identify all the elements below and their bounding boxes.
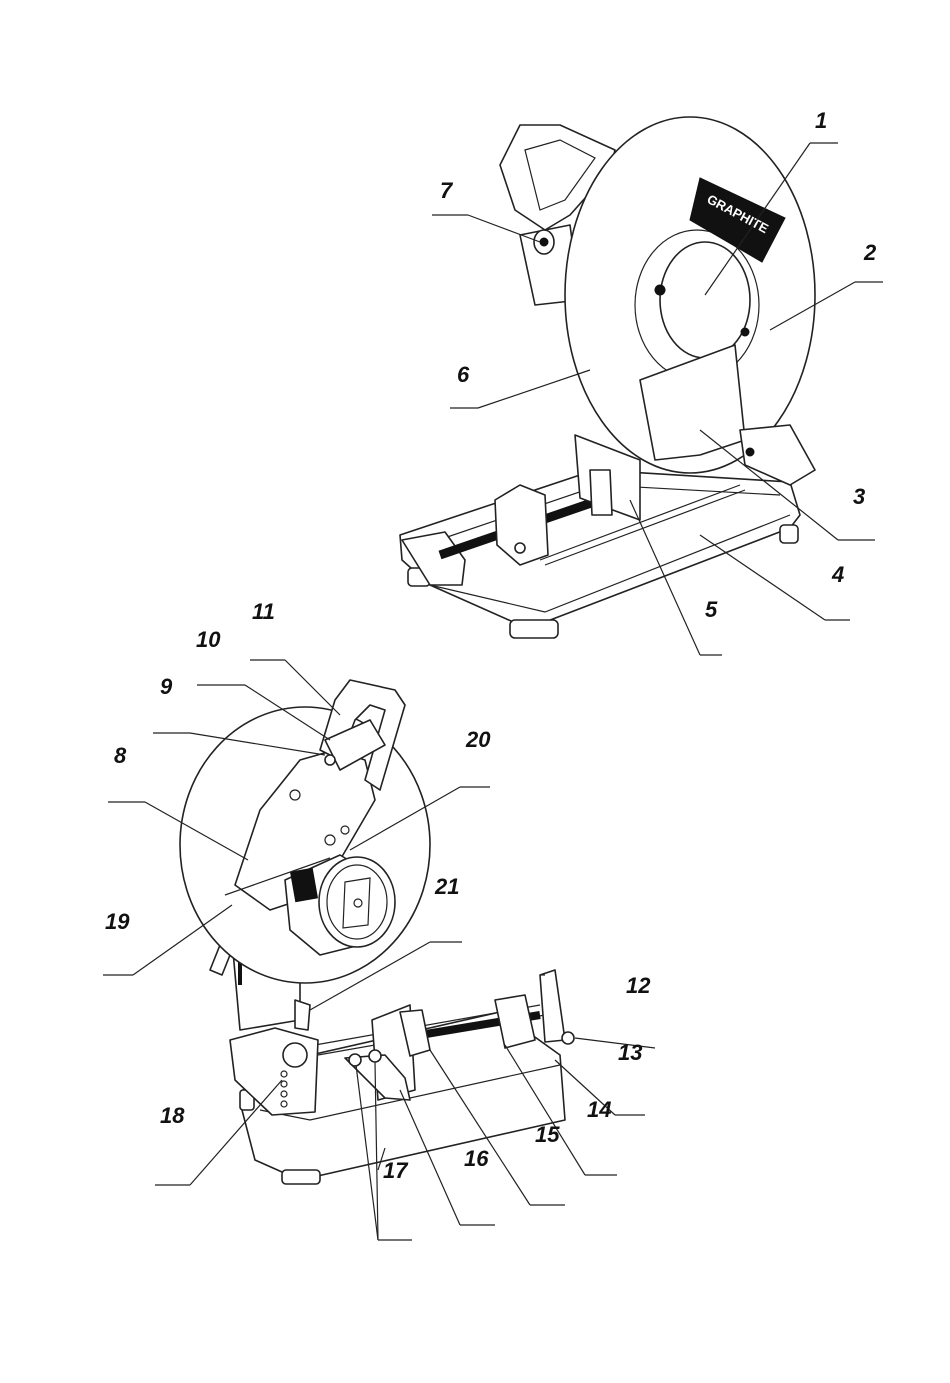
callout-2: 2 — [863, 240, 877, 265]
callout-13: 13 — [618, 1040, 642, 1065]
callout-14: 14 — [587, 1097, 611, 1122]
callout-12: 12 — [626, 973, 651, 998]
callout-19: 19 — [105, 909, 130, 934]
callout-5: 5 — [705, 597, 718, 622]
callout-15: 15 — [535, 1122, 560, 1147]
callout-21: 21 — [434, 874, 459, 899]
callout-18: 18 — [160, 1103, 185, 1128]
callout-1: 1 — [815, 108, 827, 133]
callout-10: 10 — [196, 627, 221, 652]
callout-16: 16 — [464, 1146, 489, 1171]
saw-rear-view — [180, 680, 574, 1184]
callout-9: 9 — [160, 674, 173, 699]
callout-11: 11 — [252, 599, 275, 624]
callout-17: 17 — [383, 1158, 409, 1183]
callout-8: 8 — [114, 743, 127, 768]
callout-20: 20 — [465, 727, 491, 752]
callout-6: 6 — [457, 362, 470, 387]
callout-3: 3 — [853, 484, 865, 509]
callout-7: 7 — [440, 178, 454, 203]
callout-4: 4 — [831, 562, 844, 587]
